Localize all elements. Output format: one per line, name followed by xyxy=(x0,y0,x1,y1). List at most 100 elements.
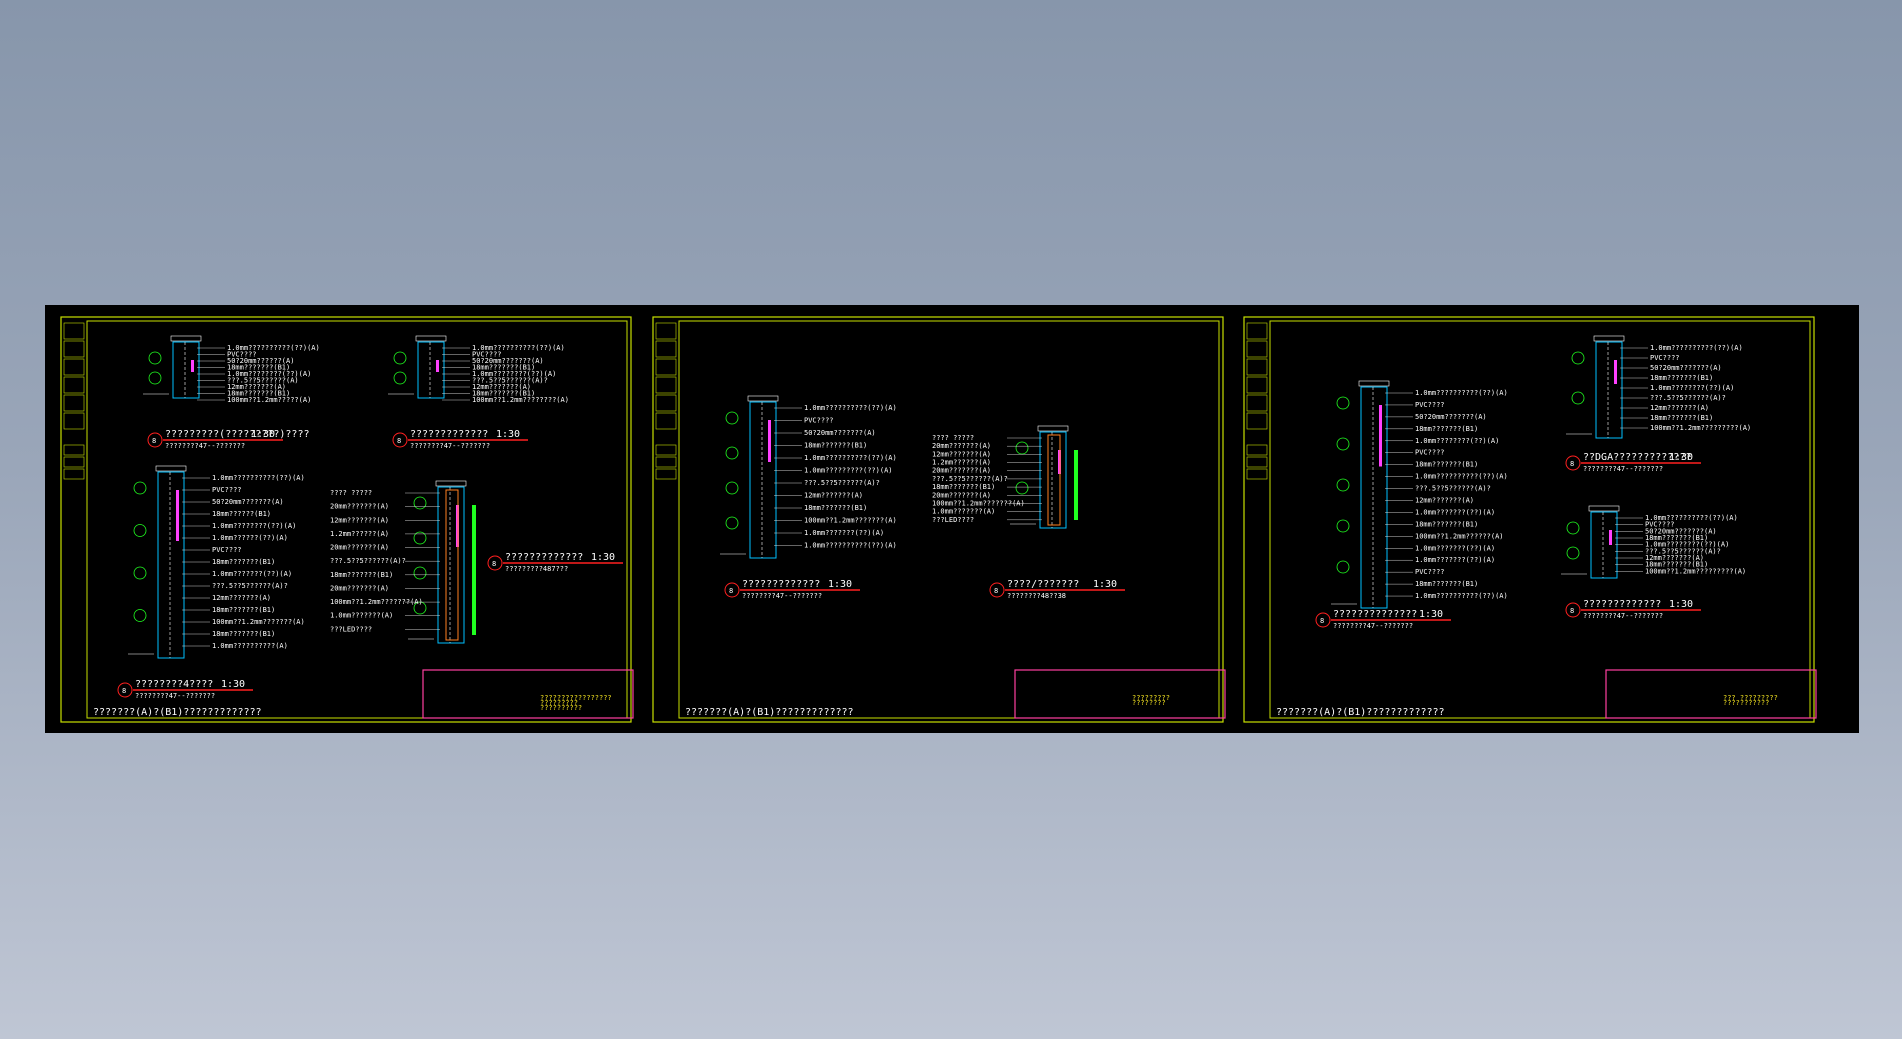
revision-cell xyxy=(655,394,677,412)
detail-note: 100mm??1.2mm?????????(A) xyxy=(1650,424,1751,432)
detail-note: 1.0mm????????(??)(A) xyxy=(212,522,296,530)
revision-cell xyxy=(655,322,677,340)
detail-number: 8 xyxy=(122,687,126,695)
detail-note: 20mm???????(A) xyxy=(330,544,389,552)
detail-title: ????????????? xyxy=(1583,599,1661,610)
detail-scale: 1:30 xyxy=(1419,609,1443,620)
detail-subtitle: ????????47--??????? xyxy=(135,692,215,700)
detail-title: ??DGA????????????? xyxy=(1583,452,1691,463)
detail-note: ???? ????? xyxy=(932,434,974,442)
section-marker xyxy=(133,609,147,622)
detail-number: 8 xyxy=(397,437,401,445)
detail-title: ????????????? xyxy=(742,579,820,590)
detail-4: ???? ?????20mm???????(A)12mm???????(A)1.… xyxy=(330,480,623,644)
section-marker xyxy=(1571,351,1585,365)
detail-note: 1.0mm?????????(??)(A) xyxy=(804,467,893,475)
detail-note: 18mm???????(B1) xyxy=(227,364,290,372)
detail-note: 20mm???????(A) xyxy=(932,442,991,450)
wall-section xyxy=(437,486,465,644)
detail-note: 18mm???????(B1) xyxy=(212,606,275,614)
detail-note: PVC???? xyxy=(1415,449,1445,457)
detail-note: PVC???? xyxy=(212,546,242,554)
revision-cell xyxy=(1246,376,1268,394)
sheet-3: ??? ???????????????????????????(A)?(B1)?… xyxy=(1243,316,1817,723)
revision-cell xyxy=(1246,456,1268,468)
wall-section xyxy=(1590,511,1618,579)
sheet-title: ???????(A)?(B1)????????????? xyxy=(685,707,854,718)
detail-note: 18mm???????(B1) xyxy=(1415,520,1478,528)
section-marker xyxy=(413,566,427,580)
detail-number-bubble xyxy=(1565,455,1581,471)
detail-note: 50?20mm??????(A) xyxy=(227,357,294,365)
detail-note: 1.0mm??????????(??)(A) xyxy=(472,344,565,352)
detail-1: 1.0mm??????????(??)(A) PVC???? 50?20mm????… xyxy=(1315,380,1508,630)
cad-drawing: ????????????????????????????????????????… xyxy=(60,316,1817,723)
sheet-border-inner xyxy=(86,320,628,719)
revision-cell xyxy=(63,394,85,412)
detail-note: 100mm??1.2mm??????(A) xyxy=(1415,532,1504,540)
detail-number: 8 xyxy=(1570,460,1574,468)
detail-note: 1.0mm??????????(??)(A) xyxy=(1415,389,1508,397)
cad-drawing-viewport[interactable]: ????????????????????????????????????????… xyxy=(45,305,1859,733)
detail-number-bubble xyxy=(487,555,503,571)
revision-cell xyxy=(1246,412,1268,430)
membrane-layer xyxy=(191,360,194,372)
detail-title: ????????????? xyxy=(410,429,488,440)
detail-note: 18mm???????(B1) xyxy=(1415,461,1478,469)
detail-note: 18mm???????(B1) xyxy=(472,364,535,372)
detail-number: 8 xyxy=(1570,607,1574,615)
detail-note: 50?20mm???????(A) xyxy=(1415,413,1487,421)
section-marker xyxy=(725,411,739,425)
membrane-layer xyxy=(1609,530,1612,545)
detail-number-bubble xyxy=(1565,602,1581,618)
detail-note: 1.0mm???????(??)(A) xyxy=(212,570,292,578)
detail-number: 8 xyxy=(729,587,733,595)
detail-note: 100mm??1.2mm???????(A) xyxy=(932,499,1025,507)
detail-note: ???.5??5??????(A)? xyxy=(212,582,288,590)
detail-note: 1.0mm??????????(A) xyxy=(212,642,288,650)
section-marker xyxy=(1336,396,1350,410)
revision-cell xyxy=(1246,444,1268,456)
detail-2: 1.0mm??????????(??)(A)PVC????50?20mm????… xyxy=(1565,335,1751,473)
detail-note: PVC???? xyxy=(1415,568,1445,576)
detail-subtitle: ????????47--??????? xyxy=(410,442,490,450)
wall-section xyxy=(157,471,185,659)
sheet-2: ????????????????? ???????(A)?(B1)????????… xyxy=(652,316,1226,723)
detail-number-bubble xyxy=(392,432,408,448)
detail-note: ???.5??5??????(A)? xyxy=(932,475,1008,483)
detail-scale: 1:30 xyxy=(828,579,852,590)
detail-note: 18mm???????(B1) xyxy=(804,442,867,450)
detail-note: 12mm???????(A) xyxy=(1415,497,1474,505)
detail-note: 1.0mm??????????(??)(A) xyxy=(212,474,305,482)
section-marker xyxy=(133,524,147,537)
section-marker xyxy=(133,566,147,580)
bracket-frame xyxy=(1047,434,1061,526)
section-marker xyxy=(1015,481,1029,495)
dimension-bar xyxy=(747,395,779,402)
wall-section xyxy=(1039,431,1067,529)
wall-section xyxy=(1595,341,1623,439)
detail-subtitle: ????????48??38 xyxy=(1007,592,1066,600)
detail-note: 20mm???????(A) xyxy=(330,584,389,592)
detail-note: 100mm??1.2mm???????(A) xyxy=(804,517,897,525)
title-block xyxy=(422,669,634,719)
section-marker xyxy=(1571,391,1585,405)
detail-note: 50?20mm???????(A) xyxy=(1645,527,1717,535)
detail-note: 1.0mm??????????(??)(A) xyxy=(1415,473,1508,481)
title-block-text: ????????? xyxy=(1132,694,1170,702)
detail-note: 100mm??1.2mm?????????(A) xyxy=(1645,567,1746,575)
detail-note: 12mm???????(A) xyxy=(804,492,863,500)
detail-note: 20mm???????(A) xyxy=(932,467,991,475)
detail-number-bubble xyxy=(147,432,163,448)
detail-note: 1.0mm????????(??)(A) xyxy=(1415,437,1499,445)
bracket-frame xyxy=(445,489,459,641)
detail-note: 12mm???????(A) xyxy=(227,383,286,391)
detail-scale: 1:30 xyxy=(1093,579,1117,590)
detail-note: 1.0mm??????????(??)(A) xyxy=(804,404,897,412)
detail-title: ????????4???? xyxy=(135,679,213,690)
title-block-text: ???????? xyxy=(1132,699,1166,707)
detail-note: 1.0mm??????????(??)(A) xyxy=(804,454,897,462)
detail-note: 100mm??1.2mm?????(A) xyxy=(227,396,311,404)
title-block xyxy=(1605,669,1817,719)
detail-note: 12mm???????(A) xyxy=(1650,404,1709,412)
